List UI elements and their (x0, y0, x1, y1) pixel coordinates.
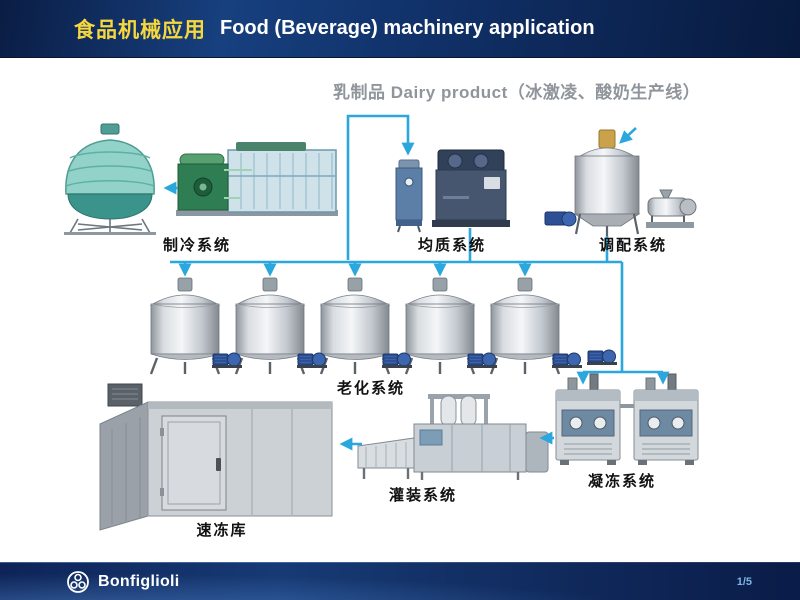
subtitle: 乳制品 Dairy product（冰激凌、酸奶生产线） (333, 83, 701, 102)
transfer-pump-graphic (296, 352, 328, 369)
cooling-tower-graphic (64, 123, 156, 235)
transfer-pump-graphic (586, 349, 618, 366)
aging-tank-graphic (149, 276, 221, 376)
label-homogenizing-system: 均质系统 (417, 237, 487, 254)
label-freezing-system: 凝冻系统 (587, 473, 657, 490)
page-number: 1/5 (736, 575, 752, 588)
freezer-unit-graphic (555, 373, 621, 466)
label-aging-system: 老化系统 (336, 380, 406, 397)
aging-tank-graphic (234, 276, 306, 376)
flow-arrows (163, 114, 670, 451)
feed-pump-graphic (395, 159, 423, 233)
label-blending-system: 调配系统 (598, 237, 668, 254)
slide-title-en: Food (Beverage) machinery application (220, 17, 595, 39)
footer-bar: Bonfiglioli 1/5 (0, 562, 800, 600)
aging-tank-graphic (404, 276, 476, 376)
label-cooling-system: 制冷系统 (162, 237, 232, 254)
header-bar: 食品机械应用 Food (Beverage) machinery applica… (0, 0, 800, 58)
freezer-units-group (555, 373, 699, 466)
transfer-pump-graphic (466, 352, 498, 369)
ice-machine-graphic (176, 142, 338, 216)
label-filling-system: 灌装系统 (388, 487, 458, 504)
brand-name: Bonfiglioli (98, 572, 180, 590)
bonfiglioli-gears-icon (66, 570, 90, 594)
aging-tank-graphic (489, 276, 561, 376)
aging-tanks-group (149, 276, 618, 376)
filling-machine-graphic (357, 394, 549, 480)
aging-tank-graphic (319, 276, 391, 376)
freeze-room-graphic (99, 383, 333, 531)
transfer-pump-graphic (211, 352, 243, 369)
transfer-pump-graphic (381, 352, 413, 369)
freezer-unit-graphic (633, 373, 699, 466)
slide-title-zh: 食品机械应用 (74, 18, 206, 42)
label-quick-freeze-room: 速冻库 (196, 522, 248, 539)
blending-tank-graphic (544, 129, 697, 236)
homogenizer-graphic (432, 149, 510, 227)
transfer-pump-graphic (551, 352, 583, 369)
bonfiglioli-logo: Bonfiglioli (66, 570, 180, 594)
